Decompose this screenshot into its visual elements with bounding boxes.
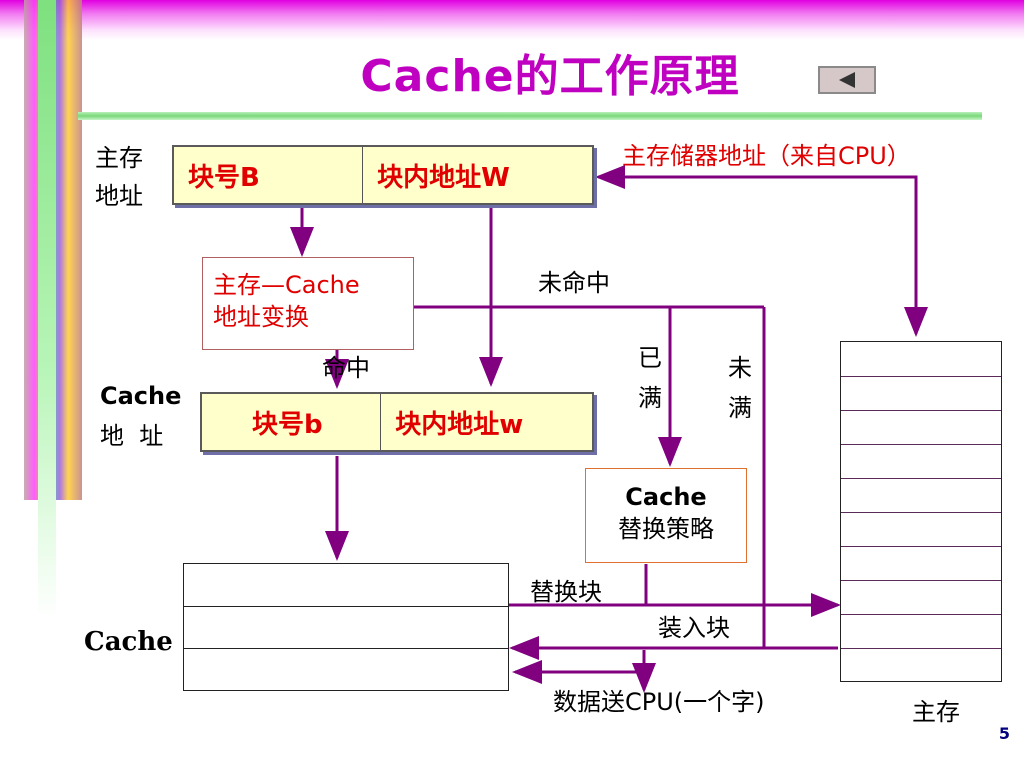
memory-row-divider: [841, 546, 1001, 547]
memory-row-divider: [841, 410, 1001, 411]
main-block-offset: 块内地址W: [377, 162, 510, 193]
memory-row-divider: [841, 478, 1001, 479]
not-full-label-line2: 满: [728, 394, 752, 422]
slide-title: Cache的工作原理: [360, 51, 740, 102]
translation-line1: 主存—Cache: [213, 271, 360, 299]
cpu-address-source-label: 主存储器地址（来自CPU）: [622, 142, 911, 170]
main-address-label-line1: 主存: [95, 144, 143, 172]
cache-address-label-line1: Cache: [100, 382, 182, 410]
main-memory-label: 主存: [912, 698, 960, 726]
main-address-register: 块号B 块内地址W: [172, 145, 594, 205]
cache-label: Cache: [84, 627, 173, 657]
main-memory: [840, 341, 1002, 682]
load-block-label: 装入块: [658, 614, 730, 642]
cache-address-register: 块号b 块内地址w: [200, 392, 594, 452]
cache-address-label-line2: 地 址: [100, 422, 164, 450]
address-translation-box: 主存—Cache 地址变换: [202, 257, 414, 350]
title-underline: [78, 112, 982, 120]
replace-block-label: 替换块: [530, 578, 602, 606]
cache-row-divider: [184, 648, 508, 649]
data-to-cpu-label: 数据送CPU(一个字): [553, 688, 765, 716]
translation-line2: 地址变换: [213, 303, 309, 331]
miss-label: 未命中: [538, 269, 610, 297]
replacement-policy-box: Cache 替换策略: [585, 468, 747, 563]
main-address-label-line2: 地址: [95, 182, 143, 210]
policy-line1: Cache: [625, 483, 707, 511]
cache-row-divider: [184, 606, 508, 607]
full-label-line2: 满: [638, 384, 662, 412]
policy-line2: 替换策略: [618, 515, 714, 543]
back-button[interactable]: [818, 66, 876, 94]
memory-row-divider: [841, 614, 1001, 615]
cache-block-number: 块号b: [202, 394, 382, 450]
cache-block-offset: 块内地址w: [395, 409, 524, 440]
decorative-green-strip: [38, 0, 56, 620]
main-block-number: 块号B: [174, 147, 364, 203]
memory-row-divider: [841, 444, 1001, 445]
memory-row-divider: [841, 648, 1001, 649]
cache-memory: [183, 563, 509, 691]
hit-label: 命中: [322, 354, 370, 382]
memory-row-divider: [841, 376, 1001, 377]
not-full-label-line1: 未: [728, 354, 752, 382]
left-triangle-icon: [839, 72, 855, 88]
top-gradient-band: [0, 0, 1024, 40]
full-label-line1: 已: [638, 344, 662, 372]
page-number: 5: [998, 724, 1010, 743]
memory-row-divider: [841, 580, 1001, 581]
memory-row-divider: [841, 512, 1001, 513]
